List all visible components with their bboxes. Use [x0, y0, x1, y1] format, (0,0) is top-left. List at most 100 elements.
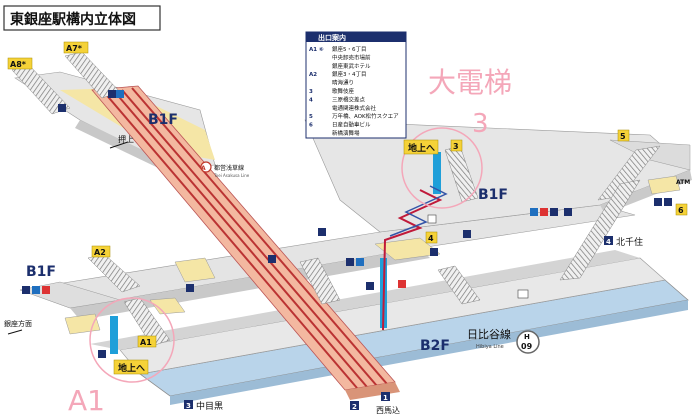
map-title-box: 東銀座駅構内立体図 — [3, 5, 161, 31]
legend-title: 出口案内 — [318, 33, 346, 42]
facility-icon — [32, 286, 40, 294]
legend-exit-code: 3 — [309, 89, 313, 95]
ground-signs: 地上へ 地上へ — [113, 139, 439, 375]
legend-exit-text: 晴海通り — [332, 79, 354, 87]
hibiya-code-h: H — [524, 333, 530, 341]
facility-icon — [356, 258, 364, 266]
facility-icon — [463, 230, 471, 238]
svg-text:4: 4 — [606, 238, 611, 246]
stairs-a1 — [123, 297, 171, 347]
legend-exit-code: 6 — [309, 123, 313, 129]
hibiya-line-icon — [516, 330, 540, 354]
svg-text:2: 2 — [352, 403, 357, 411]
hibiya-line-label: 日比谷線 — [467, 327, 511, 341]
oshiage-label: 押上 — [118, 134, 134, 144]
exit-3: 3 — [453, 142, 459, 151]
exit-4: 4 — [428, 234, 434, 243]
a1-annotation: A1 — [68, 384, 105, 417]
legend-exit-code: 4 — [309, 97, 313, 103]
staircases — [11, 51, 661, 347]
facility-icon — [664, 198, 672, 206]
facility-icon — [398, 280, 406, 288]
svg-text:1: 1 — [383, 394, 388, 402]
floor-b2f: B2F — [420, 338, 450, 354]
floor-labels: B1F B1F B1F B2F — [26, 112, 508, 354]
highlight-circle-a1 — [89, 297, 175, 383]
facility-icon — [42, 286, 50, 294]
floor-b1f-lower: B1F — [26, 264, 56, 280]
exit-a1: A1 — [140, 338, 152, 347]
floor-b1f-right: B1F — [478, 187, 508, 203]
legend-exit-text: 日産自動車ビル — [332, 121, 371, 129]
misc-labels: 押上 A 都営浅草線 Toei Asakusa Line 銀座方面 ATM — [4, 134, 690, 335]
stairs-b2f-right — [437, 265, 481, 305]
facility-icon — [550, 208, 558, 216]
exit-6: 6 — [678, 206, 684, 215]
floor-b1f-left: B1F — [148, 112, 178, 128]
nishi-magome-num-box — [381, 392, 390, 401]
facility-icon — [318, 228, 326, 236]
facility-icon — [116, 90, 124, 98]
toei-line-label: 都営浅草線 — [214, 164, 244, 172]
elevator-annotation-num: 3 — [472, 109, 489, 139]
legend-exit-text: 銀座東武ホテル — [332, 62, 371, 70]
svg-text:A: A — [201, 165, 206, 172]
toei-line-label-en: Toei Asakusa Line — [213, 173, 250, 178]
facility-icon — [517, 289, 529, 299]
highlight-circle-3 — [401, 127, 483, 209]
legend-exit-code: 5 — [309, 114, 313, 120]
hibiya-code-num: 09 — [521, 342, 533, 351]
naka-meguro-num-box — [184, 400, 193, 409]
atm-label: ATM — [676, 179, 690, 186]
legend-exit-code: A1 ⑥ — [309, 47, 324, 53]
stairs-center — [299, 257, 341, 305]
elevators — [110, 152, 448, 354]
kita-senju-num-box — [604, 236, 613, 245]
legend-exit-text: 銀座5・6丁目 — [332, 45, 367, 53]
track-2-num-box — [350, 401, 359, 410]
stairs-4-down — [559, 179, 641, 281]
exit-tags: A8* A7* A2 A1 3 4 5 6 — [7, 41, 688, 348]
hibiya-line-badge: 日比谷線 Hibiya Line H 09 — [467, 327, 540, 354]
nishi-magome-label: 西馬込 — [376, 406, 400, 415]
legend-exit-text: 三原橋交差点 — [332, 95, 366, 103]
legend-exit-text: 中央卸売市場前 — [332, 53, 371, 61]
toei-line-icon — [200, 161, 212, 173]
svg-text:3: 3 — [186, 402, 191, 410]
facility-icon — [58, 104, 66, 112]
facility-icon — [22, 286, 30, 294]
facility-icon — [540, 208, 548, 216]
b2f-platform — [90, 250, 689, 405]
naka-meguro-label: 中目黒 — [196, 400, 223, 412]
facility-icon — [427, 214, 437, 224]
exit-a7: A7* — [66, 44, 83, 53]
facility-icon — [98, 350, 106, 358]
facility-icon — [654, 198, 662, 206]
elevator-a1 — [110, 316, 118, 354]
elevator-annotation: 大電梯 — [428, 66, 512, 99]
legend-exit-code: A2 — [309, 72, 317, 78]
legend-exit-text: 新橋演舞場 — [332, 129, 360, 137]
legend-exit-text: 電通関連株式会社 — [332, 104, 377, 112]
kita-senju-label: 北千住 — [616, 236, 643, 248]
pink-annotations: 大電梯 3 A1 — [68, 66, 512, 417]
direction-markers: 4 北千住 3 中目黒 1 西馬込 2 — [184, 236, 643, 415]
map-title: 東銀座駅構内立体図 — [10, 11, 136, 28]
to-ground-bottom: 地上へ — [118, 362, 145, 374]
ginza-direction-label: 銀座方面 — [4, 319, 32, 328]
exit-a2: A2 — [94, 248, 106, 257]
facility-icon — [430, 248, 438, 256]
facility-icon — [186, 284, 194, 292]
facility-icon — [268, 255, 276, 263]
facility-icon — [366, 282, 374, 290]
to-ground-top: 地上へ — [408, 142, 435, 154]
facility-icon — [564, 208, 572, 216]
legend-exit-text: 万年橋、AOK松竹スクエア — [332, 112, 399, 120]
exit-5: 5 — [620, 132, 626, 141]
facility-icons — [22, 90, 672, 358]
legend-exit-text: 銀座3・4丁目 — [332, 70, 367, 78]
hibiya-line-label-en: Hibiya Line — [476, 344, 504, 350]
